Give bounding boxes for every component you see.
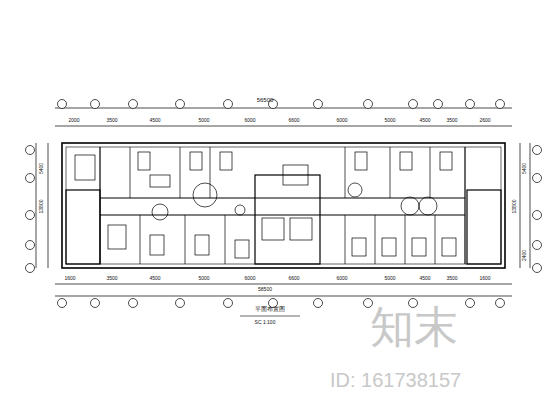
dimension: 1600 bbox=[479, 276, 490, 281]
dimension: 6600 bbox=[288, 276, 299, 281]
dimension: 6000 bbox=[244, 118, 255, 123]
dimension: 13800 bbox=[40, 199, 45, 213]
dimension: 5400 bbox=[40, 162, 45, 173]
dimension: 6000 bbox=[244, 276, 255, 281]
dimension: 3500 bbox=[446, 276, 457, 281]
dimension: 13800 bbox=[513, 199, 518, 213]
scale-note: SC 1:100 bbox=[255, 320, 276, 325]
dimension: 2400 bbox=[523, 249, 528, 260]
dimension: 3500 bbox=[106, 118, 117, 123]
dimension: 4500 bbox=[149, 276, 160, 281]
dimension: 3500 bbox=[446, 118, 457, 123]
dimension: 6000 bbox=[336, 276, 347, 281]
caption: 平面布置图 bbox=[255, 306, 285, 312]
dimension: 58500 bbox=[258, 287, 272, 292]
dimension: 2600 bbox=[479, 118, 490, 123]
dimension: 1600 bbox=[64, 276, 75, 281]
dimension: 5000 bbox=[198, 276, 209, 281]
dimension: 4500 bbox=[419, 276, 430, 281]
dimension: 6600 bbox=[288, 118, 299, 123]
dimension: 5000 bbox=[384, 118, 395, 123]
watermark-id: ID: 161738157 bbox=[330, 370, 461, 390]
dimension: 5400 bbox=[523, 162, 528, 173]
dimension: 5000 bbox=[198, 118, 209, 123]
dimension: 5000 bbox=[384, 276, 395, 281]
dimension: 2000 bbox=[68, 118, 79, 123]
dimension: 3500 bbox=[106, 276, 117, 281]
dimension: 4500 bbox=[419, 118, 430, 123]
watermark: 知末 bbox=[370, 305, 458, 349]
dimension: 4500 bbox=[149, 118, 160, 123]
dimension: 6000 bbox=[336, 118, 347, 123]
dimension: 56500 bbox=[257, 97, 274, 103]
